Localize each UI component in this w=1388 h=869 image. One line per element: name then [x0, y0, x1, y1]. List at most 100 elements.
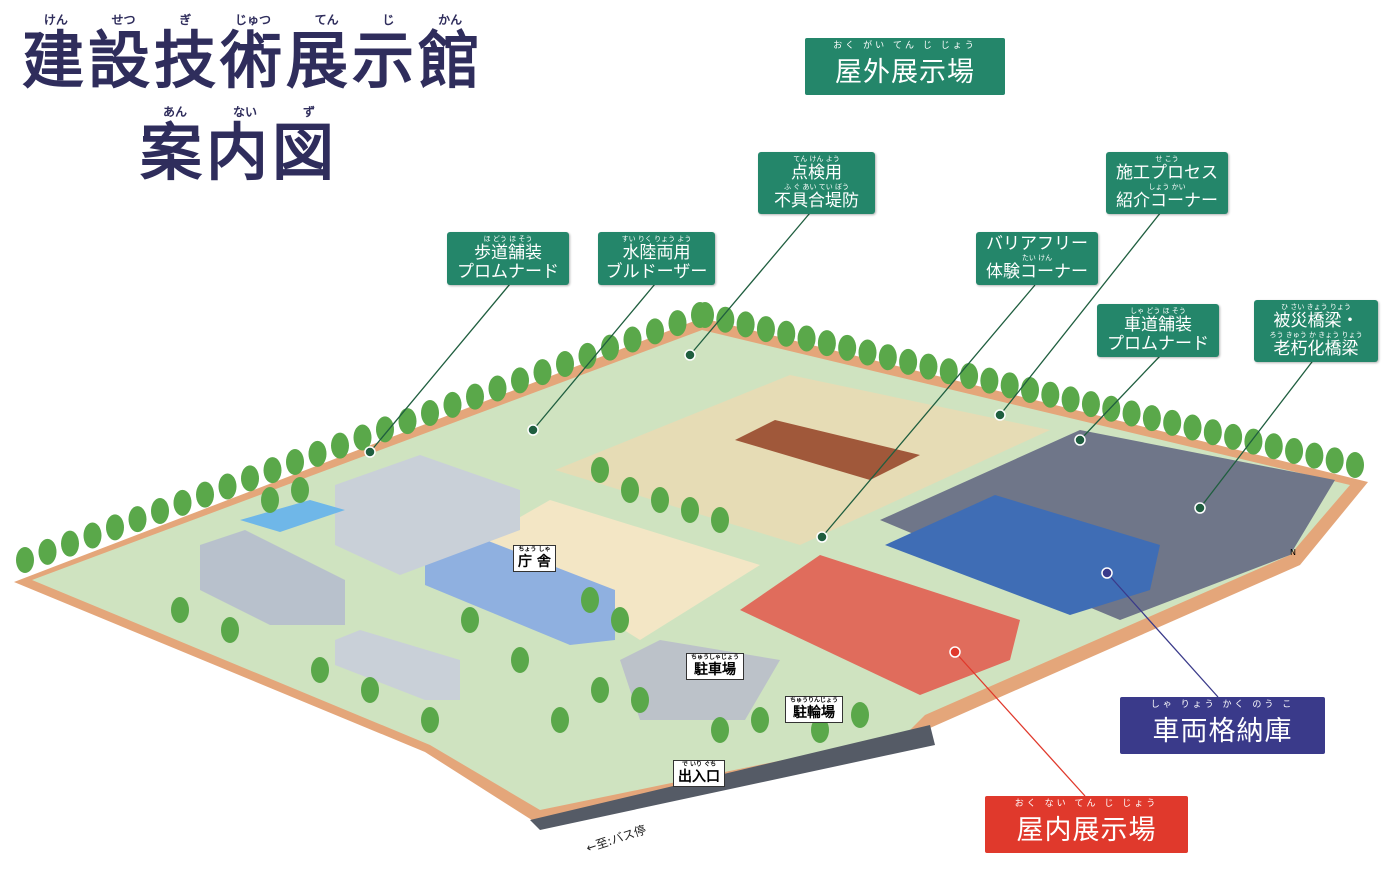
exhibit-inspection-levee[interactable]: てん けん よう 点検用 ふ ぐ あい てい ぼう 不具合堤防 [758, 152, 875, 214]
ruby: しゃ どう ほ そう [1130, 307, 1186, 315]
tree [858, 339, 877, 366]
tree [61, 530, 79, 557]
area-indoor-label[interactable]: おく ない てん じ じょう 屋内展示場 [985, 796, 1188, 853]
exhibit-sidewalk-promenade[interactable]: ほ どう ほ そう 歩道舗装 プロムナード [447, 232, 569, 285]
line1: 被災橋梁・ [1273, 311, 1359, 331]
line2: プロムナード [1107, 334, 1209, 354]
leader-line [689, 206, 816, 356]
tree [1203, 419, 1222, 446]
tree [171, 597, 189, 623]
tree [591, 457, 609, 483]
tree [1122, 400, 1141, 427]
ruby: ふ ぐ あい てい ぼう [784, 183, 849, 191]
tree [777, 320, 796, 347]
ruby: おく がい てん じ じょう [833, 41, 977, 51]
tree [1285, 437, 1304, 464]
tree [756, 316, 775, 343]
ruby: で いり ぐち [681, 761, 717, 768]
ruby: ちょう しゃ [518, 546, 551, 553]
tree [681, 497, 699, 523]
exhibit-roadway-promenade[interactable]: しゃ どう ほ そう 車道舗装 プロムナード [1097, 304, 1219, 357]
area-vehicle-label[interactable]: しゃ りょう かく のう こ 車両格納庫 [1120, 697, 1325, 754]
tree [1224, 423, 1243, 450]
tree [1061, 386, 1080, 413]
vehicle-garage [885, 495, 1160, 615]
label: 屋外展示場 [835, 57, 975, 88]
ruby-char: かん [438, 13, 463, 27]
ruby-char: てん [314, 13, 339, 27]
tree [533, 359, 552, 386]
tree [128, 506, 147, 533]
tree [1081, 391, 1100, 418]
leader-line [821, 284, 1036, 538]
location-dot[interactable] [364, 446, 376, 458]
tree [308, 440, 327, 467]
tree [581, 587, 599, 613]
location-dot[interactable] [1074, 434, 1086, 446]
ruby-char: せつ [111, 13, 136, 27]
tree [1244, 428, 1263, 455]
tree [797, 325, 816, 352]
location-dot[interactable] [1101, 567, 1113, 579]
tree [83, 522, 102, 549]
tree [611, 607, 629, 633]
tree [398, 408, 417, 435]
location-dot[interactable] [949, 646, 961, 658]
tree [838, 334, 857, 361]
tree [578, 342, 597, 369]
indoor-hall [740, 555, 1020, 695]
tree [376, 416, 394, 443]
tree [811, 717, 829, 743]
tree [443, 391, 462, 418]
ruby: てん けん よう [793, 155, 840, 163]
line1: 点検用 [791, 163, 842, 183]
leader-line [1199, 357, 1316, 509]
building-c [335, 630, 460, 700]
tree [466, 383, 484, 410]
line1: バリアフリー [986, 234, 1088, 254]
tag-entrance[interactable]: で いり ぐち出入口 [673, 760, 725, 787]
tree [1264, 433, 1283, 460]
location-dot[interactable] [994, 409, 1006, 421]
ruby: ちゅうしゃじょう [691, 654, 740, 661]
tree [311, 657, 329, 683]
road [530, 725, 935, 830]
exhibit-amphibious-bulldozer[interactable]: すい りく りょう よう 水陸両用 ブルドーザー [598, 232, 715, 285]
line1: 水陸両用 [622, 243, 691, 263]
ruby: たい けん [1021, 254, 1053, 262]
tree [919, 353, 938, 380]
tree [151, 498, 169, 524]
exhibit-construction-process[interactable]: せ こう 施工プロセス しょう かい 紹介コーナー [1106, 152, 1228, 214]
tree [591, 677, 609, 703]
parking-yard [880, 430, 1335, 620]
exhibit-barrier-free[interactable]: バリアフリー たい けん 体験コーナー [976, 232, 1098, 285]
line1: 施工プロセス [1116, 163, 1218, 183]
location-dot[interactable] [1194, 502, 1206, 514]
tree [16, 547, 34, 573]
tree [1325, 447, 1344, 474]
tree [621, 477, 639, 503]
tree [261, 487, 279, 513]
tree [173, 489, 192, 516]
tree [511, 647, 529, 673]
tag-office[interactable]: ちょう しゃ庁 舎 [513, 545, 556, 572]
ruby-char: じゅつ [234, 13, 271, 27]
line1: 歩道舗装 [474, 243, 542, 263]
ruby-char: ない [232, 105, 257, 119]
location-dot[interactable] [816, 531, 828, 543]
line2: 不具合堤防 [774, 191, 859, 211]
ruby: ほ どう ほ そう [483, 235, 533, 243]
label: 庁 舎 [518, 554, 551, 570]
location-dot[interactable] [684, 349, 696, 361]
tree [736, 311, 755, 338]
location-dot[interactable] [527, 424, 539, 436]
area-outdoor-label[interactable]: おく がい てん じ じょう 屋外展示場 [805, 38, 1005, 95]
label: 駐輪場 [793, 705, 835, 721]
tree [711, 717, 729, 743]
exhibit-damaged-bridge[interactable]: ひ さい きょう りょう 被災橋梁・ ろう きゅう か きょう りょう 老朽化橋… [1254, 300, 1378, 362]
tree [851, 702, 869, 728]
tag-parking[interactable]: ちゅうしゃじょう駐車場 [686, 653, 745, 680]
office-building [425, 530, 615, 645]
tree [461, 607, 479, 633]
tag-bicycle-parking[interactable]: ちゅうりんじょう駐輪場 [785, 696, 844, 723]
